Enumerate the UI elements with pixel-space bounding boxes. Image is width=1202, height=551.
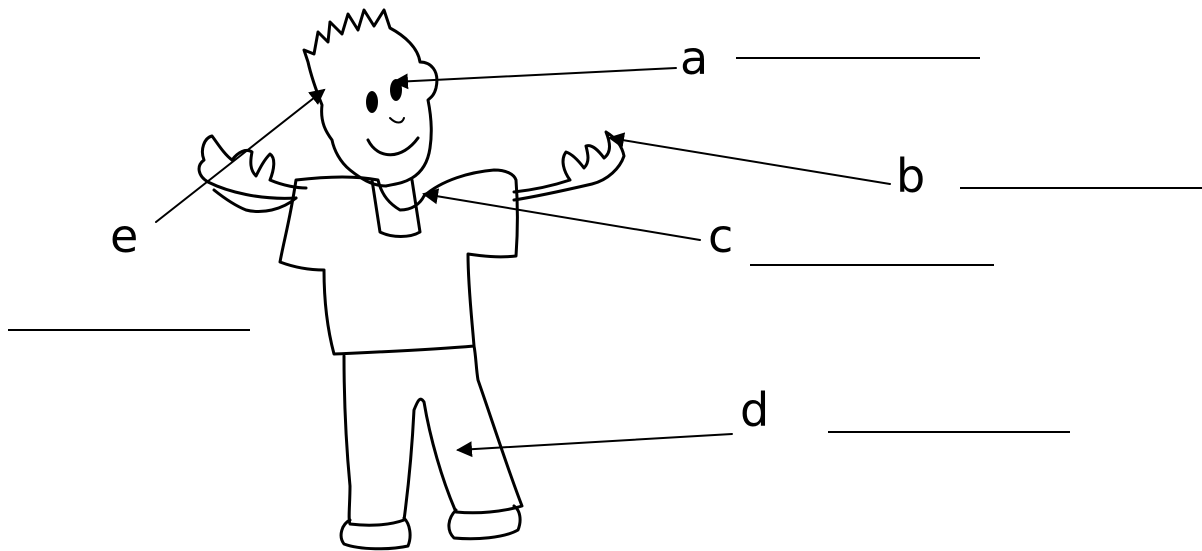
label-e: e <box>110 209 138 263</box>
boy-figure <box>199 10 624 549</box>
answer-blanks <box>8 58 1202 432</box>
smile <box>368 138 418 155</box>
label-b: b <box>896 149 925 203</box>
pointer-lines <box>156 68 890 450</box>
left-eye <box>366 91 378 113</box>
label-c: c <box>708 209 733 263</box>
pointer-e <box>156 90 324 222</box>
right-arm <box>514 132 624 200</box>
label-d: d <box>740 383 769 437</box>
pointer-b <box>610 138 890 184</box>
nose <box>390 118 404 123</box>
pants <box>344 346 522 525</box>
t-shirt <box>280 170 518 354</box>
pointer-c <box>424 194 700 240</box>
label-a: a <box>680 31 708 85</box>
